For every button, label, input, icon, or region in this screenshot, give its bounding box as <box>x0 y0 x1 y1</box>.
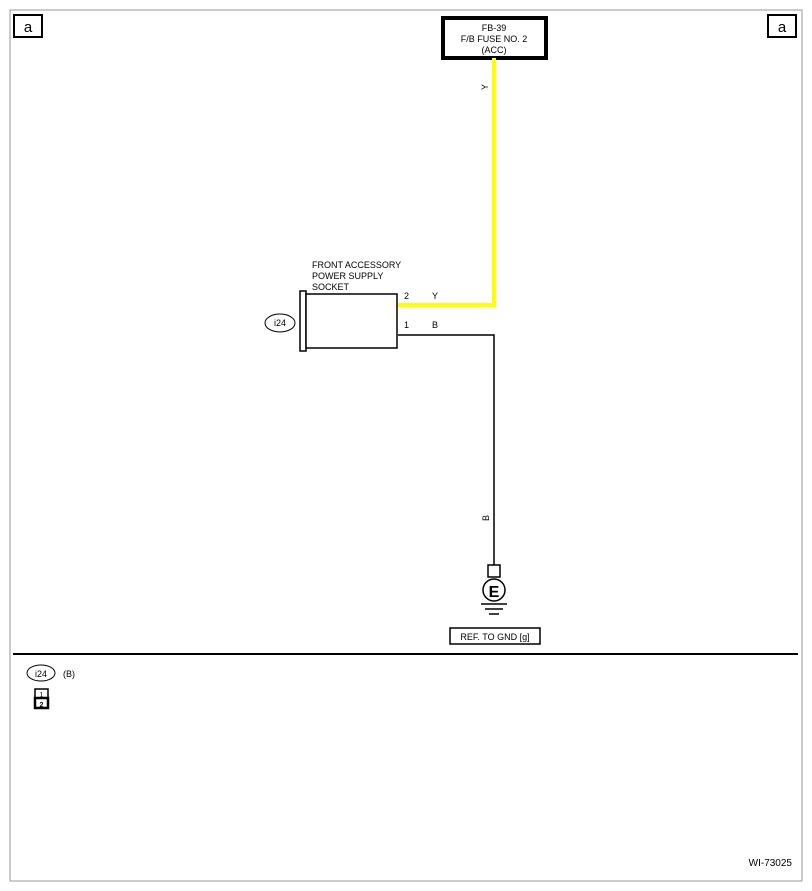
pin-1-wire: B <box>432 320 438 330</box>
ground-symbol-letter: E <box>489 584 500 601</box>
connector-id-badge <box>264 313 296 333</box>
component-name-line-3: SOCKET <box>312 282 350 292</box>
accessory-socket: FRONT ACCESSORY POWER SUPPLY SOCKET i24 <box>264 260 401 352</box>
connector-view-pin-1-label: 1 <box>40 692 44 699</box>
connector-view-pin-2-label: 2 <box>40 702 44 709</box>
component-body <box>305 293 398 349</box>
ground-reference-text: REF. TO GND [g] <box>460 632 529 642</box>
ground-reference-box: REF. TO GND [g] <box>449 627 541 645</box>
ground-symbol: E <box>481 564 507 615</box>
supply-wire-color-label: Y <box>480 84 490 90</box>
connector-view-id: i24 <box>35 669 47 679</box>
component-name-line-1: FRONT ACCESSORY <box>312 260 401 270</box>
component-name-line-2: POWER SUPPLY <box>312 271 383 281</box>
supply-wire <box>398 58 496 307</box>
corner-label-left: a <box>13 14 43 38</box>
connector-view: i24 (B) 1 2 <box>26 664 75 710</box>
ground-wire <box>398 334 495 565</box>
pin-1-number: 1 <box>404 320 409 330</box>
pin-2-number: 2 <box>404 291 409 301</box>
corner-label-right-text: a <box>778 19 787 36</box>
fuse-circuit: (ACC) <box>482 45 507 55</box>
corner-label-right: a <box>767 14 797 38</box>
connector-view-color: (B) <box>63 669 75 679</box>
connector-view-badge <box>26 664 56 682</box>
diagram-frame <box>9 9 803 882</box>
pin-2-wire: Y <box>432 291 438 301</box>
corner-label-left-text: a <box>24 19 33 36</box>
fuse-name: F/B FUSE NO. 2 <box>461 34 528 44</box>
connector-id-text: i24 <box>274 318 286 328</box>
ground-wire-color-label: B <box>481 515 491 521</box>
fuse-id: FB-39 <box>482 23 507 33</box>
connector-view-pin-2 <box>33 696 50 710</box>
fuse-box: FB-39 F/B FUSE NO. 2 (ACC) <box>441 16 548 60</box>
connector-plate <box>299 290 307 352</box>
figure-id: WI-73025 <box>749 858 793 869</box>
